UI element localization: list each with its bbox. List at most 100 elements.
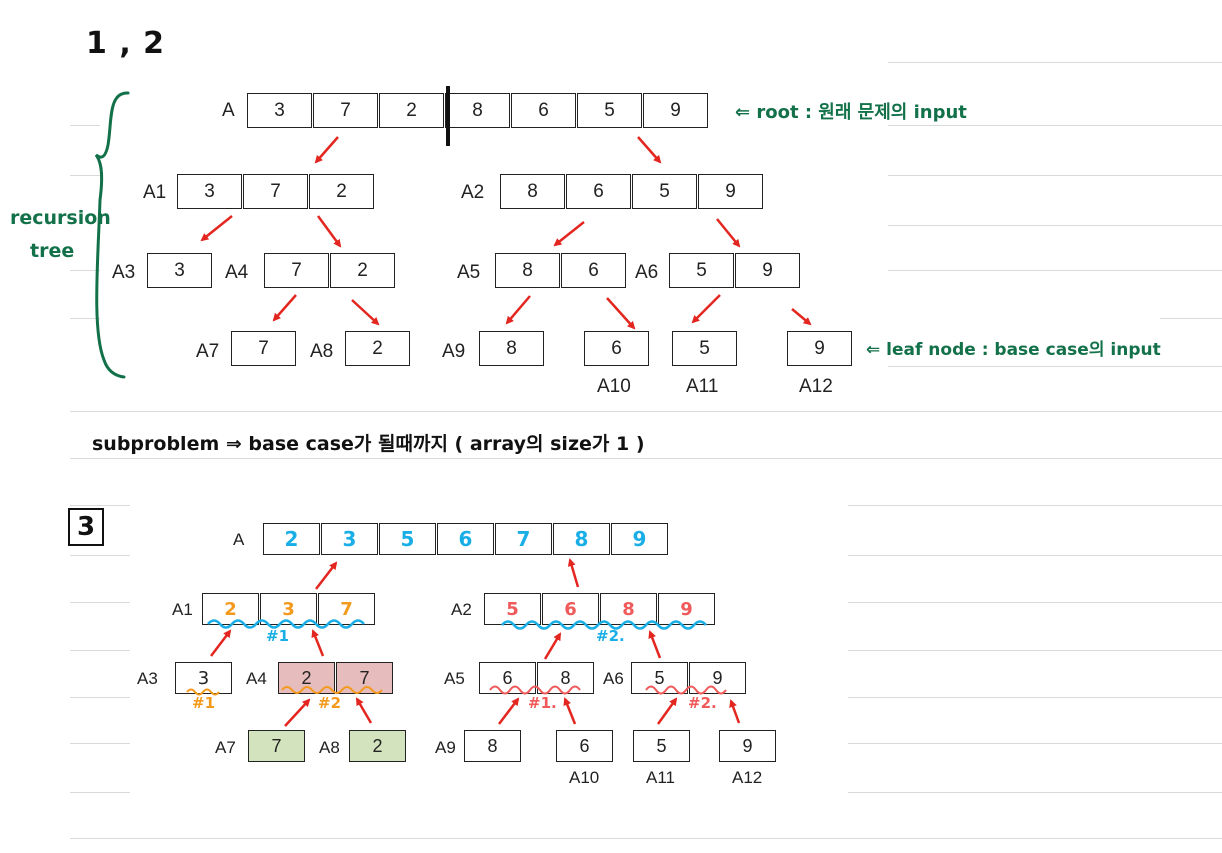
ruled-line — [70, 650, 130, 651]
ruled-line — [70, 125, 100, 126]
ruled-line — [888, 270, 1222, 271]
ruled-line — [848, 505, 1222, 506]
array-cell: 7 — [231, 331, 296, 366]
leaf-annotation: ⇐ leaf node : base case의 input — [866, 340, 1161, 360]
array-cell: 9 — [658, 593, 715, 625]
ruled-line — [888, 125, 1222, 126]
array-cell: 9 — [689, 662, 746, 694]
section-marker-3: 3 — [68, 508, 104, 546]
node-label-a10: A10 — [569, 768, 600, 787]
array-cell: 6 — [542, 593, 599, 625]
array-cell: 6 — [556, 730, 613, 762]
ruled-line — [1160, 318, 1222, 319]
array-cell: 9 — [698, 174, 763, 209]
subproblem-note: subproblem ⇒ base case가 될때까지 ( array의 si… — [92, 433, 645, 455]
array-cell: 2 — [263, 523, 320, 555]
ruled-line — [848, 697, 1222, 698]
section-marker-1-2: 1 , 2 — [86, 26, 166, 61]
array-cell: 7 — [264, 253, 329, 288]
array-cell: 7 — [495, 523, 552, 555]
node-label-a7: A7 — [215, 738, 236, 757]
node-label-a: A — [233, 530, 245, 549]
node-label-a4: A4 — [225, 262, 249, 283]
node-label-a1: A1 — [172, 600, 193, 619]
merge-tag: #1 — [266, 627, 290, 645]
array-cell: 7 — [248, 730, 305, 762]
array-cell: 8 — [500, 174, 565, 209]
recursion-tree-label: recursion — [10, 207, 111, 229]
array-cell: 2 — [309, 174, 374, 209]
array-cell: 3 — [247, 93, 312, 128]
ruled-line — [70, 838, 1222, 839]
ruled-line — [70, 555, 130, 556]
array-cell: 7 — [336, 662, 393, 694]
array-cell: 2 — [345, 331, 410, 366]
array-cell: 5 — [577, 93, 642, 128]
ruled-line — [70, 175, 100, 176]
root-annotation: ⇐ root : 원래 문제의 input — [735, 102, 967, 123]
array-cell: 8 — [537, 662, 594, 694]
node-label-a8: A8 — [310, 341, 334, 362]
ruled-line — [70, 697, 130, 698]
merge-tag: #1. — [528, 694, 557, 712]
array-cell: 6 — [561, 253, 626, 288]
node-label-a9: A9 — [442, 341, 466, 362]
array-cell: 2 — [330, 253, 395, 288]
node-label-a6: A6 — [635, 262, 659, 283]
array-cell: 8 — [495, 253, 560, 288]
ruled-line — [848, 555, 1222, 556]
array-cell: 5 — [669, 253, 734, 288]
array-cell: 6 — [437, 523, 494, 555]
node-label-a11: A11 — [686, 376, 719, 397]
array-cell: 5 — [484, 593, 541, 625]
ruled-line — [848, 792, 1222, 793]
node-label-a2: A2 — [461, 182, 485, 203]
merge-tag: #2. — [596, 627, 625, 645]
top-tree-arrows — [200, 136, 812, 330]
array-cell: 2 — [379, 93, 444, 128]
array-cell: 6 — [566, 174, 631, 209]
array-cell: 9 — [787, 331, 852, 366]
array-cell: 8 — [464, 730, 521, 762]
node-label-a: A — [222, 100, 235, 121]
array-cell: 6 — [479, 662, 536, 694]
ruled-line — [70, 411, 1222, 412]
array-cell: 9 — [643, 93, 708, 128]
array-cell: 5 — [633, 730, 690, 762]
node-label-a11: A11 — [646, 768, 675, 787]
node-label-a5: A5 — [457, 262, 481, 283]
array-cell: 8 — [600, 593, 657, 625]
array-cell: 8 — [553, 523, 610, 555]
ruled-line — [848, 650, 1222, 651]
array-cell: 6 — [511, 93, 576, 128]
bottom-tree-arrows — [210, 558, 741, 727]
node-label-a6: A6 — [603, 669, 624, 688]
node-label-a10: A10 — [597, 376, 631, 397]
ruled-line — [848, 602, 1222, 603]
node-label-a4: A4 — [246, 669, 267, 688]
recursion-brace — [94, 91, 130, 379]
ruled-line — [888, 175, 1222, 176]
node-label-a9: A9 — [435, 738, 456, 757]
array-cell: 2 — [202, 593, 259, 625]
array-cell: 2 — [278, 662, 335, 694]
ruled-line — [70, 270, 100, 271]
node-label-a3: A3 — [112, 262, 136, 283]
array-cell: 7 — [243, 174, 308, 209]
ruled-line — [888, 225, 1222, 226]
array-cell: 5 — [631, 662, 688, 694]
array-cell: 5 — [632, 174, 697, 209]
node-label-a1: A1 — [143, 182, 167, 203]
ruled-line — [888, 62, 1222, 63]
array-cell: 3 — [147, 253, 212, 288]
node-label-a5: A5 — [444, 669, 465, 688]
array-cell: 9 — [611, 523, 668, 555]
node-label-a7: A7 — [196, 341, 220, 362]
array-cell: 5 — [672, 331, 737, 366]
array-cell: 6 — [584, 331, 649, 366]
array-cell: 3 — [175, 662, 232, 694]
ruled-line — [70, 743, 130, 744]
array-cell: 8 — [445, 93, 510, 128]
array-cell: 7 — [313, 93, 378, 128]
